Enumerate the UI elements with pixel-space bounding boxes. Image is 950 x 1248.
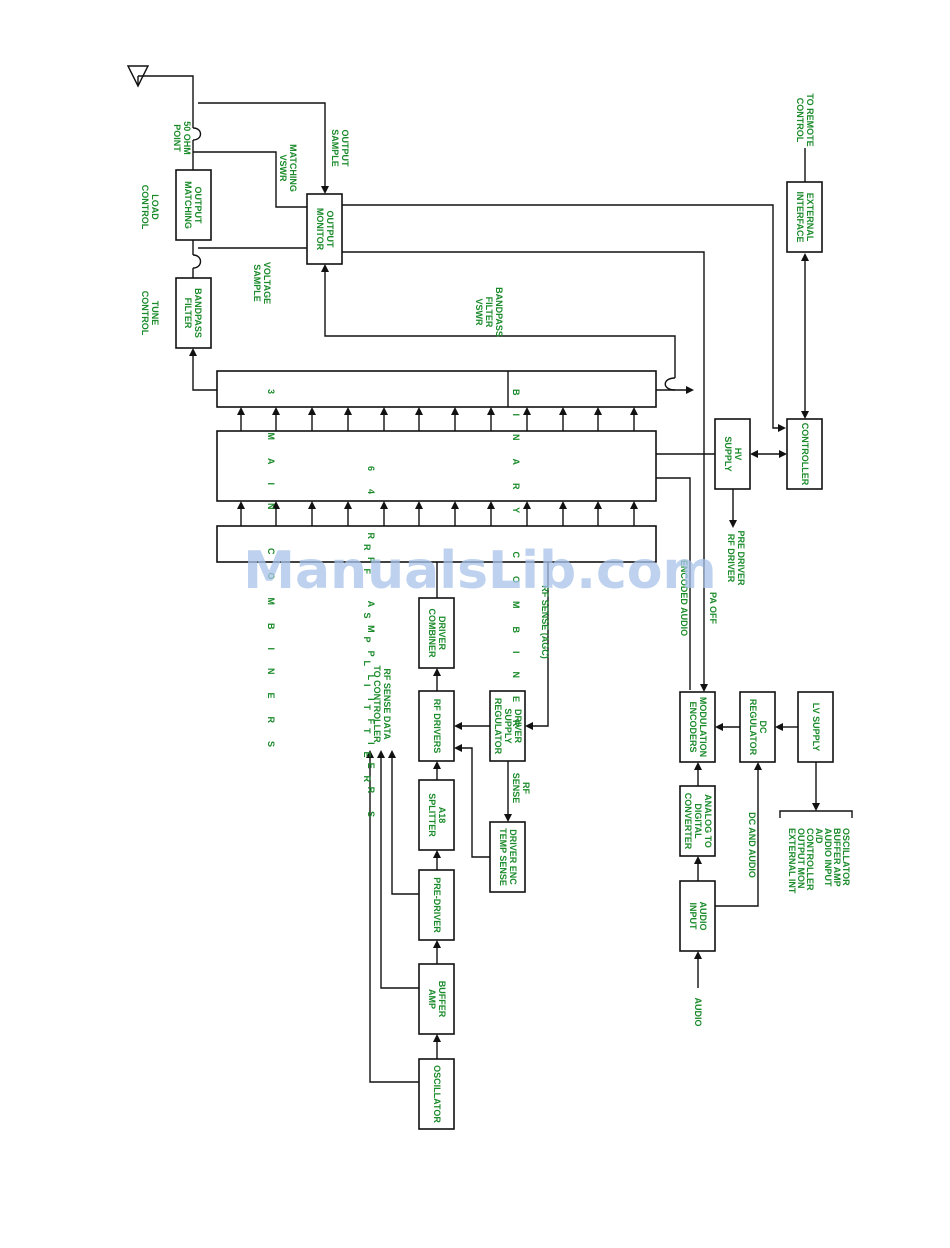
tune-control-label: TUNECONTROL [140, 291, 160, 336]
audio-input-label: AUDIOINPUT [688, 902, 708, 931]
combiners-block [216, 370, 657, 408]
stage-connector-arrowhead [380, 407, 388, 415]
a18-splitter-label: A18SPLITTER [427, 793, 447, 837]
output-monitor-block [306, 193, 343, 265]
to-remote-control-label: TO REMOTECONTROL [795, 93, 815, 146]
watermark: ManualsLib.com [243, 541, 716, 601]
rf-splitter-block [216, 525, 657, 563]
output-matching-label: OUTPUTMATCHING [183, 181, 203, 229]
oscillator-block [418, 1058, 455, 1130]
modulation-encoders-block [679, 691, 716, 763]
bandpass-filter-block [175, 277, 212, 349]
oscillator-label: OSCILLATOR [432, 1065, 442, 1123]
pre-driver-block [418, 869, 455, 941]
stage-connector-arrowhead [487, 407, 495, 415]
stage-connector-arrowhead [308, 407, 316, 415]
rf-sense-data-label: RF SENSE DATATO CONTROLLER [372, 665, 392, 743]
modulation-encoders-label: MODULATIONENCODERS [688, 697, 708, 757]
stage-connector-arrowhead [272, 501, 280, 509]
rf-sense-label: RFSENSE [511, 773, 531, 804]
stage-connector-arrowhead [523, 501, 531, 509]
lv-loads-list: OSCILLATOR BUFFER AMP AUDIO INPUT A/D CO… [787, 828, 851, 894]
output-coils [192, 127, 202, 269]
dc-regulator-block [739, 691, 776, 763]
external-interface-label: EXTERNALINTERFACE [795, 191, 815, 242]
rf-amplifiers-block [216, 430, 657, 502]
text-labels: OUTPUTMATCHING LOADCONTROL BANDPASSFILTE… [140, 93, 851, 1123]
antenna-icon [126, 65, 194, 128]
driver-supply-regulator-label: DRIVERSUPPLYREGULATOR [493, 698, 523, 755]
stage-connector-arrowhead [559, 407, 567, 415]
stage-connector-arrowhead [237, 407, 245, 415]
audio-input-block [679, 880, 716, 952]
controller-label: CONTROLLER [800, 423, 810, 486]
buffer-amp-label: BUFFERAMP [427, 981, 447, 1018]
stage-connector-arrowhead [630, 407, 638, 415]
stage-connector-arrowhead [523, 407, 531, 415]
stage-connector-arrowhead [344, 407, 352, 415]
pre-driver-label: PRE-DRIVER [432, 877, 442, 933]
dc-and-audio-label: DC AND AUDIO [747, 812, 757, 878]
driver-combiner-label: DRIVERCOMBINER [427, 609, 447, 658]
stage-connector-arrowhead [237, 501, 245, 509]
driver-combiner-block [418, 597, 455, 669]
50-ohm-point-label: 50 OHMPOINT [172, 121, 192, 155]
stage-connector-arrowhead [415, 501, 423, 509]
stage-connector-arrowhead [308, 501, 316, 509]
pre-driver-rf-driver-label: PRE DRIVERRF DRIVER [726, 530, 746, 586]
matching-vswr-label: MATCHINGVSWR [278, 144, 298, 192]
driver-enc-temp-sense-label: DRIVER ENCTEMP SENSE [498, 828, 518, 886]
stage-connector-arrowhead [594, 407, 602, 415]
bandpass-filter-vswr-label: BANDPASSFILTERVSWR [474, 287, 504, 337]
stage-connector-arrowhead [559, 501, 567, 509]
stage-connector-arrowhead [630, 501, 638, 509]
encoded-audio-label: ENCODED AUDIO [679, 560, 689, 636]
lv-supply-label: LV SUPPLY [811, 703, 821, 752]
rf-amplifiers-label: 64 RF AMPLIFIERS [366, 466, 376, 835]
dc-regulator-label: DCREGULATOR [748, 699, 768, 756]
analog-to-digital-label: ANALOG TODIGITALCONVERTER [683, 793, 713, 850]
output-matching-block [175, 169, 212, 241]
amp-to-combiner-arrows [237, 407, 638, 431]
buffer-amp-block [418, 963, 455, 1035]
stage-connector-arrowhead [451, 407, 459, 415]
pa-off-label: PA OFF [708, 592, 718, 624]
stage-connector-arrowhead [487, 501, 495, 509]
rf-splitter-label: RF SPLITTER [362, 544, 372, 800]
lv-loads-bracket [779, 810, 853, 818]
stage-connector-arrowhead [272, 407, 280, 415]
lv-supply-block [797, 691, 834, 763]
stage-connector-arrowhead [344, 501, 352, 509]
stage-connector-arrowhead [594, 501, 602, 509]
rf-drivers-label: RF DRIVERS [432, 699, 442, 754]
main-combiners-label: 3 MAIN COMBINERS [266, 389, 276, 765]
bandpass-filter-label: BANDPASSFILTER [183, 288, 203, 338]
stage-connector-arrowhead [451, 501, 459, 509]
splitter-to-amp-arrows [237, 501, 638, 526]
load-control-label: LOADCONTROL [140, 185, 160, 230]
audio-label: AUDIO [693, 998, 703, 1027]
rf-drivers-block [418, 690, 455, 762]
output-sample-label: OUTPUTSAMPLE [330, 129, 350, 167]
stage-connector-arrowhead [380, 501, 388, 509]
rf-sense-agc-label: RF SENSE (AGC) [540, 585, 550, 659]
voltage-sample-label: VOLTAGESAMPLE [252, 262, 272, 304]
binary-combiner-label: BINARY COMBINER [511, 389, 521, 745]
stage-connector-arrowhead [415, 407, 423, 415]
output-monitor-label: OUTPUTMONITOR [315, 208, 335, 251]
hv-supply-label: HVSUPPLY [723, 436, 743, 471]
